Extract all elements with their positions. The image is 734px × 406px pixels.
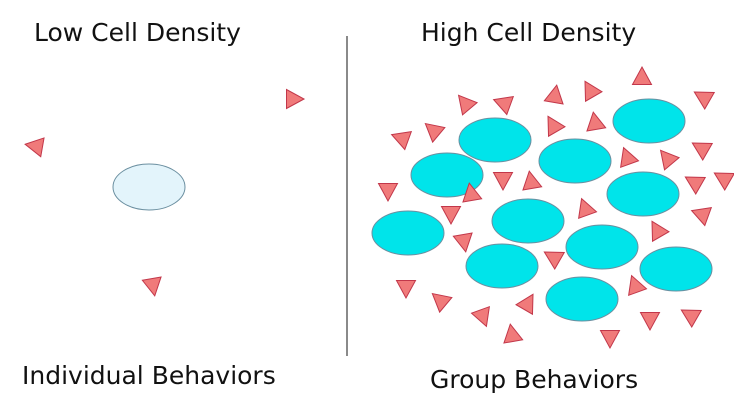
signal-molecules-layer <box>24 65 734 350</box>
signal-molecule-high-density <box>503 323 524 344</box>
cell-high-density <box>538 138 612 184</box>
high-density-title: High Cell Density <box>421 18 637 47</box>
signal-molecule-high-density <box>431 292 453 314</box>
cells-layer <box>112 98 713 322</box>
signal-molecule-high-density <box>651 220 670 243</box>
signal-molecule-high-density <box>631 65 653 85</box>
signal-molecule-high-density <box>690 207 713 227</box>
signal-molecule-low-density <box>286 88 306 110</box>
signal-molecule-low-density <box>141 276 162 297</box>
signal-molecule-high-density <box>470 305 490 328</box>
signal-molecule-high-density <box>586 111 607 132</box>
signal-molecule-high-density <box>440 206 462 226</box>
individual-behaviors-caption: Individual Behaviors <box>22 361 276 390</box>
group-behaviors-caption: Group Behaviors <box>430 365 639 394</box>
signal-molecule-high-density <box>620 146 640 169</box>
signal-molecule-high-density <box>680 309 703 328</box>
signal-molecule-high-density <box>547 115 566 138</box>
signal-molecule-high-density <box>639 312 661 332</box>
signal-molecule-high-density <box>395 280 417 300</box>
signal-molecule-high-density <box>522 170 543 191</box>
cell-high-density <box>491 198 565 244</box>
signal-molecule-high-density <box>684 176 707 195</box>
cell-high-density <box>545 276 619 322</box>
signal-molecule-high-density <box>584 80 603 103</box>
cell-high-density <box>612 98 686 144</box>
low-density-title: Low Cell Density <box>34 18 241 47</box>
signal-molecule-high-density <box>377 183 399 203</box>
cell-high-density <box>458 117 532 163</box>
cell-low-density <box>112 163 186 211</box>
signal-molecule-high-density <box>515 293 534 316</box>
signal-molecule-high-density <box>691 142 714 161</box>
signal-molecule-high-density <box>452 232 473 253</box>
cell-high-density <box>606 171 680 217</box>
signal-molecule-high-density <box>628 274 648 297</box>
signal-molecule-high-density <box>578 197 598 220</box>
cell-high-density <box>410 152 484 198</box>
signal-molecule-high-density <box>457 94 479 116</box>
cell-high-density <box>371 210 445 256</box>
cell-high-density <box>639 246 713 292</box>
signal-molecule-high-density <box>390 131 413 151</box>
signal-molecule-high-density <box>462 182 483 203</box>
signal-molecule-high-density <box>492 96 515 116</box>
signal-molecule-high-density <box>543 84 564 105</box>
signal-molecule-high-density <box>492 172 514 192</box>
cell-high-density <box>565 224 639 270</box>
signal-molecule-low-density <box>24 137 45 158</box>
signal-molecule-high-density <box>659 149 681 171</box>
signal-molecule-high-density <box>713 172 734 191</box>
signal-molecule-high-density <box>599 330 621 350</box>
cell-high-density <box>465 243 539 289</box>
signal-molecule-high-density <box>543 251 566 270</box>
signal-molecule-high-density <box>693 91 716 110</box>
signal-molecule-high-density <box>424 122 446 144</box>
